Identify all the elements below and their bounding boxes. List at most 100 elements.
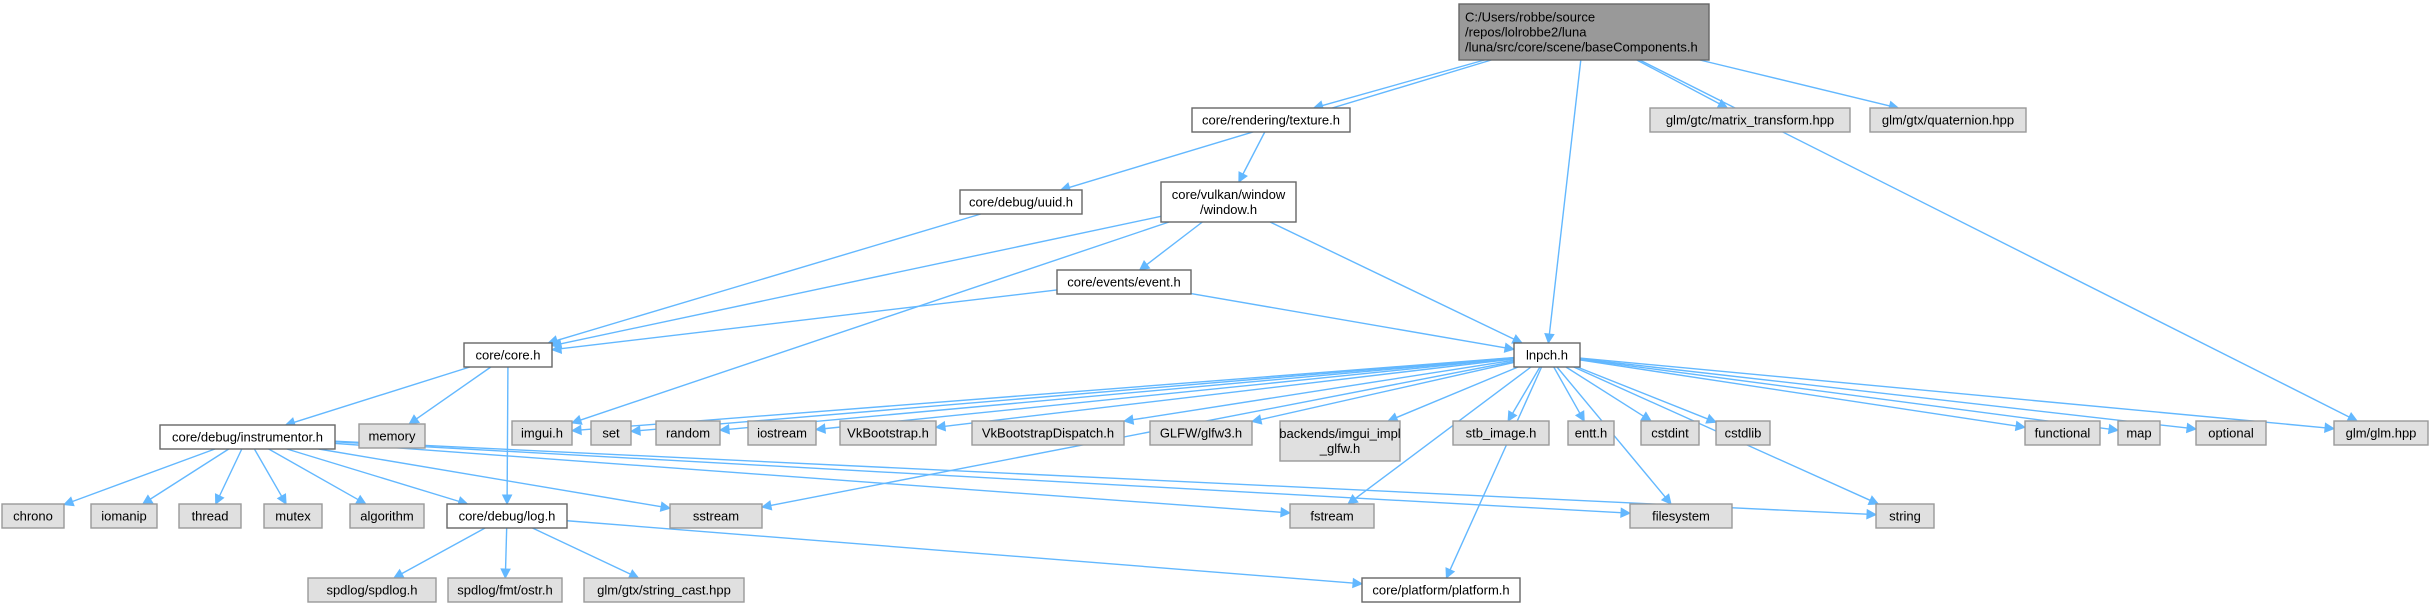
arrowhead-lnpch-to-imgui [570,424,582,436]
node-box [1149,420,1253,446]
node-root[interactable]: C:/Users/robbe/source/repos/lolrobbe2/lu… [1458,3,1710,61]
arrowhead-lnpch-to-iostream [814,423,826,434]
arrowhead-core-to-log [501,494,513,506]
arrowhead-log-to-spdlog [392,568,405,579]
node-lnpch[interactable]: lnpch.h [1513,342,1581,368]
node-box [159,424,336,450]
node-box [349,503,425,529]
node-box [2195,420,2267,446]
edge-lnpch-to-functional [1579,359,2017,427]
node-core[interactable]: core/core.h [463,342,553,368]
node-window[interactable]: core/vulkan/window/window.h [1160,181,1297,223]
node-box [1191,107,1351,133]
edge-lnpch-to-platform [1449,366,1543,571]
arrowhead-lnpch-to-vkdisp [1122,414,1135,425]
node-instrumentor[interactable]: core/debug/instrumentor.h [159,424,336,450]
node-label: map [2126,426,2151,441]
node-label: C:/Users/robbe/source [1465,10,1595,25]
node-label: core/debug/uuid.h [969,195,1073,210]
node-box [358,423,426,449]
node-label: entt.h [1575,426,1608,441]
node-stb: stb_image.h [1452,420,1550,446]
node-glfw: GLFW/glfw3.h [1149,420,1253,446]
node-label: random [666,426,710,441]
node-box [446,503,568,529]
edge-lnpch-to-vkdisp [1132,359,1515,421]
node-uuid[interactable]: core/debug/uuid.h [959,189,1083,215]
node-box [263,503,323,529]
node-platform[interactable]: core/platform/platform.h [1361,577,1521,603]
node-label: fstream [1310,509,1353,524]
node-string: string [1875,503,1935,529]
arrowhead-lnpch-to-set [629,425,641,436]
node-texture[interactable]: core/rendering/texture.h [1191,107,1351,133]
node-box [590,420,632,446]
arrowhead-lnpch-to-optional [2185,422,2198,434]
node-label: imgui.h [521,426,563,441]
arrowhead-lnpch-to-functional [2014,420,2027,432]
node-event[interactable]: core/events/event.h [1056,269,1192,295]
arrowhead-lnpch-to-filesystem [1660,493,1672,505]
edge-log-to-platform [566,520,1354,584]
node-log[interactable]: core/debug/log.h [446,503,568,529]
arrowhead-core-to-memory [408,414,421,425]
arrowhead-log-to-ostr [500,568,511,580]
edge-lnpch-to-map [1579,358,2110,430]
node-sstream: sstream [669,503,763,529]
node-label: core/rendering/texture.h [1202,113,1340,128]
node-box [1361,577,1521,603]
node-label: thread [192,509,229,524]
node-box [463,342,553,368]
node-label: _glfw.h [1319,441,1360,456]
node-label: sstream [693,509,739,524]
edge-lnpch-to-glfw [1260,361,1515,421]
node-box [1715,420,1771,446]
node-algorithm: algorithm [349,503,425,529]
node-label: spdlog/spdlog.h [326,583,417,598]
edge-window-to-lnpch [1269,221,1515,340]
node-label: cstdint [1651,426,1689,441]
edge-core-to-instrumentor [293,366,471,423]
node-glm: glm/glm.hpp [2333,420,2429,446]
edge-instrumentor-to-fstream [334,442,1282,513]
node-box [1640,420,1700,446]
node-box [583,577,745,603]
node-label: spdlog/fmt/ostr.h [457,583,552,598]
node-mutex: mutex [263,503,323,529]
edge-log-to-strcast [532,527,631,575]
arrowhead-instrumentor-to-sstream [659,501,672,512]
node-label: glm/gtc/matrix_transform.hpp [1666,113,1834,128]
edge-lnpch-to-cstdint [1565,366,1644,417]
arrowhead-lnpch-to-glm [2324,422,2336,434]
node-label: cstdlib [1725,426,1762,441]
arrowhead-event-to-core [550,343,563,354]
node-box [90,503,158,529]
node-ostr: spdlog/fmt/ostr.h [447,577,563,603]
arrowhead-lnpch-to-platform [1445,567,1456,580]
node-box [1567,420,1615,446]
arrowhead-instrumentor-to-algorithm [354,494,367,505]
edge-instrumentor-to-thread [218,448,243,497]
arrowhead-lnpch-to-random [718,423,730,435]
node-label: backends/imgui_impl [1279,426,1401,441]
node-spdlog: spdlog/spdlog.h [307,577,437,603]
arrowhead-instrumentor-to-mutex [276,493,287,505]
arrowhead-lnpch-to-sstream [760,500,773,511]
node-label: string [1889,509,1921,524]
edge-core-to-log [506,366,509,496]
node-functional: functional [2024,420,2101,446]
arrowhead-instrumentor-to-chrono [62,496,75,507]
node-imguiglfw: backends/imgui_impl_glfw.h [1279,420,1401,462]
node-box [447,577,563,603]
node-iostream: iostream [747,420,817,446]
node-box [1056,269,1192,295]
arrowhead-instrumentor-to-filesystem [1620,507,1632,518]
node-entt: entt.h [1567,420,1615,446]
arrowhead-log-to-strcast [627,569,640,579]
edge-lnpch-to-sstream [770,360,1515,507]
edge-core-to-memory [416,366,492,420]
node-box [971,420,1125,446]
edge-lnpch-to-imguiglfw [1396,366,1519,419]
node-label: glm/gtx/quaternion.hpp [1882,113,2014,128]
